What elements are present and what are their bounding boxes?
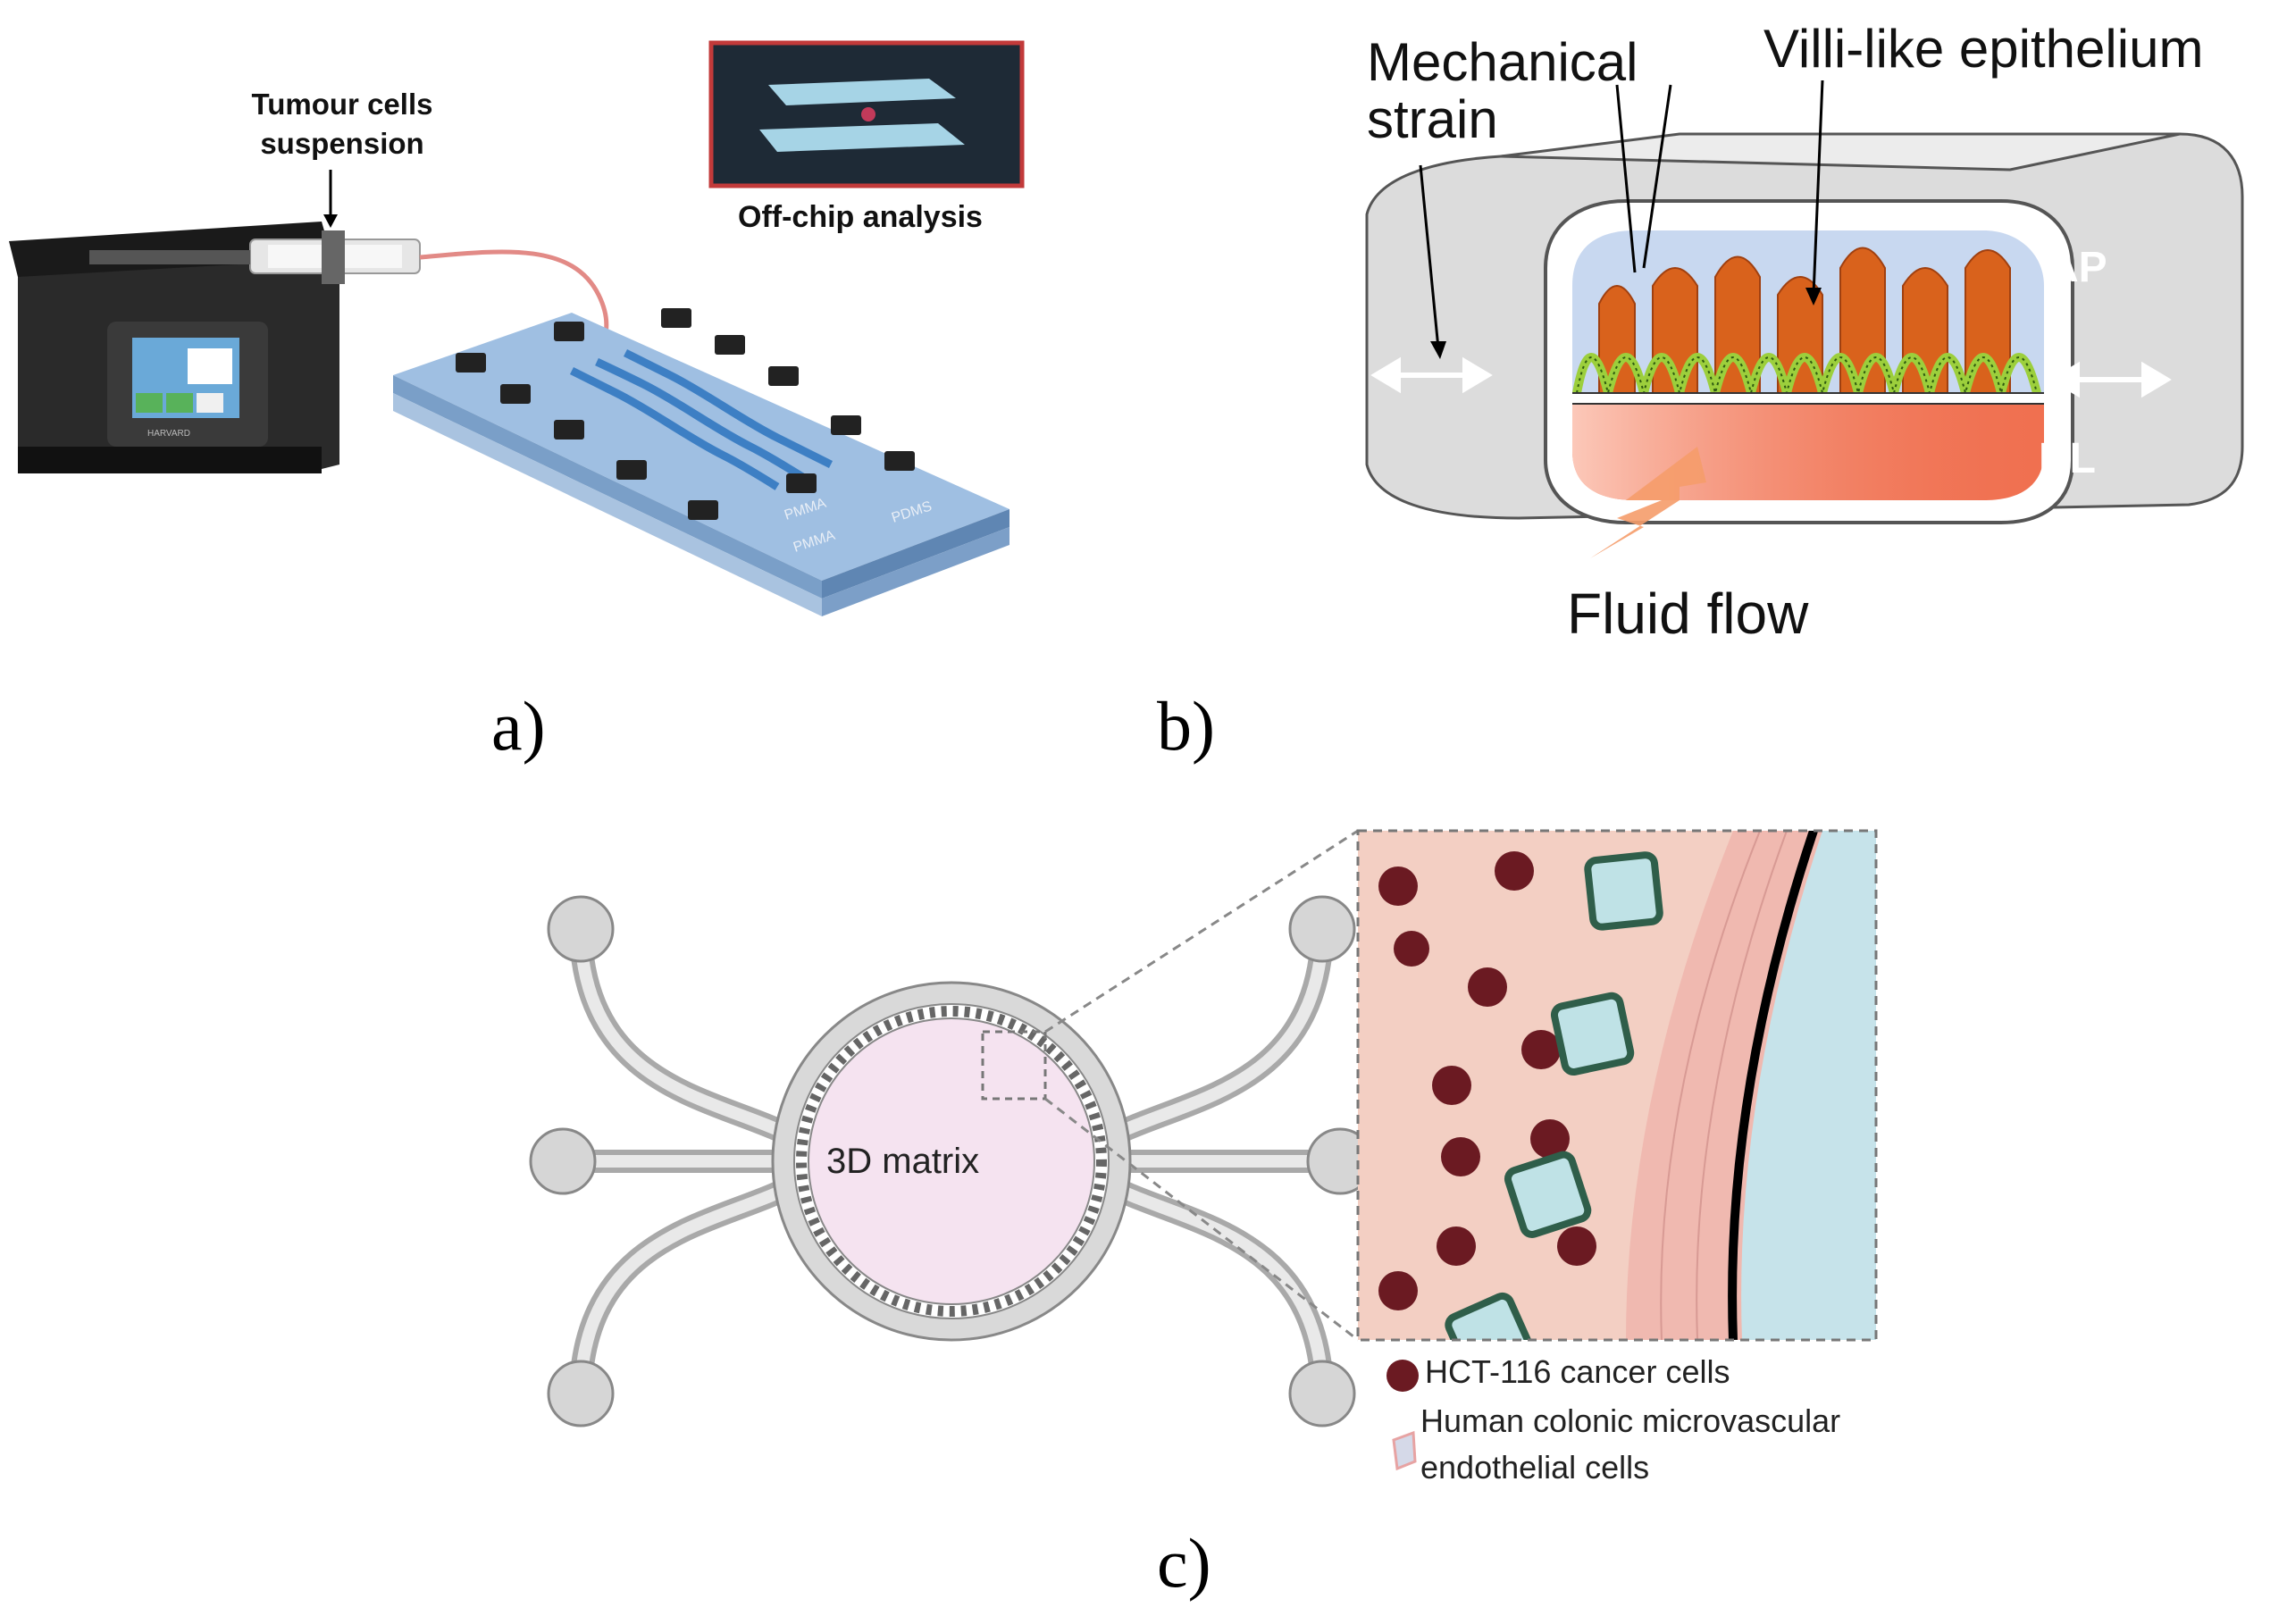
syringe-pump [9,222,421,473]
tumour-cells-label: Tumour cells suspension [239,88,445,161]
mechanical-strain-line1: Mechanical [1367,32,1638,92]
reservoirs [529,895,1374,1427]
gut-on-chip-illustration [1365,80,2244,558]
panel-letter-c: c) [1157,1524,1211,1602]
strain-arrow-left [1370,356,1493,394]
legend-endothelial-line1: Human colonic microvascular [1420,1402,1841,1439]
off-chip-inset [708,40,1025,188]
panel-b: Mechanical strain Villi-like epithelium … [1322,0,2287,679]
panel-c: 3D matrix HCT-116 cancer cells Human col… [465,804,1912,1501]
tumour-microenvironment-chip-illustration [529,829,1878,1471]
3d-matrix-label: 3D matrix [826,1142,980,1181]
legend-endothelial-cell-icon [1392,1430,1417,1471]
ap-label: AP [2048,244,2107,291]
bl-label: BL [2039,435,2096,482]
pump-brand-text: HARVARD [147,429,190,439]
tumour-cells-label-line1: Tumour cells [251,88,433,121]
legend-endothelial-cells: Human colonic microvascular endothelial … [1420,1398,1840,1491]
fluid-flow-label: Fluid flow [1567,582,1809,646]
legend-endothelial-line2: endothelial cells [1420,1449,1650,1486]
microfluidic-chip [393,308,1009,616]
panel-a: HARVARD [0,0,1072,679]
mechanical-strain-line2: strain [1367,89,1498,149]
zoom-inset [1356,829,1878,1342]
villi-epithelium-label: Villi-like epithelium [1763,19,2204,79]
strain-arrow-right [2049,361,2172,398]
panel-letter-a: a) [491,687,546,765]
organ-on-chip-setup-illustration: HARVARD [9,40,1025,616]
mechanical-strain-label: Mechanical strain [1367,34,1638,148]
legend-cancer-cell-icon [1386,1360,1419,1392]
tumour-cells-label-line2: suspension [260,127,424,160]
panel-letter-b: b) [1157,687,1215,765]
legend-cancer-cells: HCT-116 cancer cells [1425,1353,1730,1390]
off-chip-analysis-label: Off-chip analysis [738,200,983,234]
